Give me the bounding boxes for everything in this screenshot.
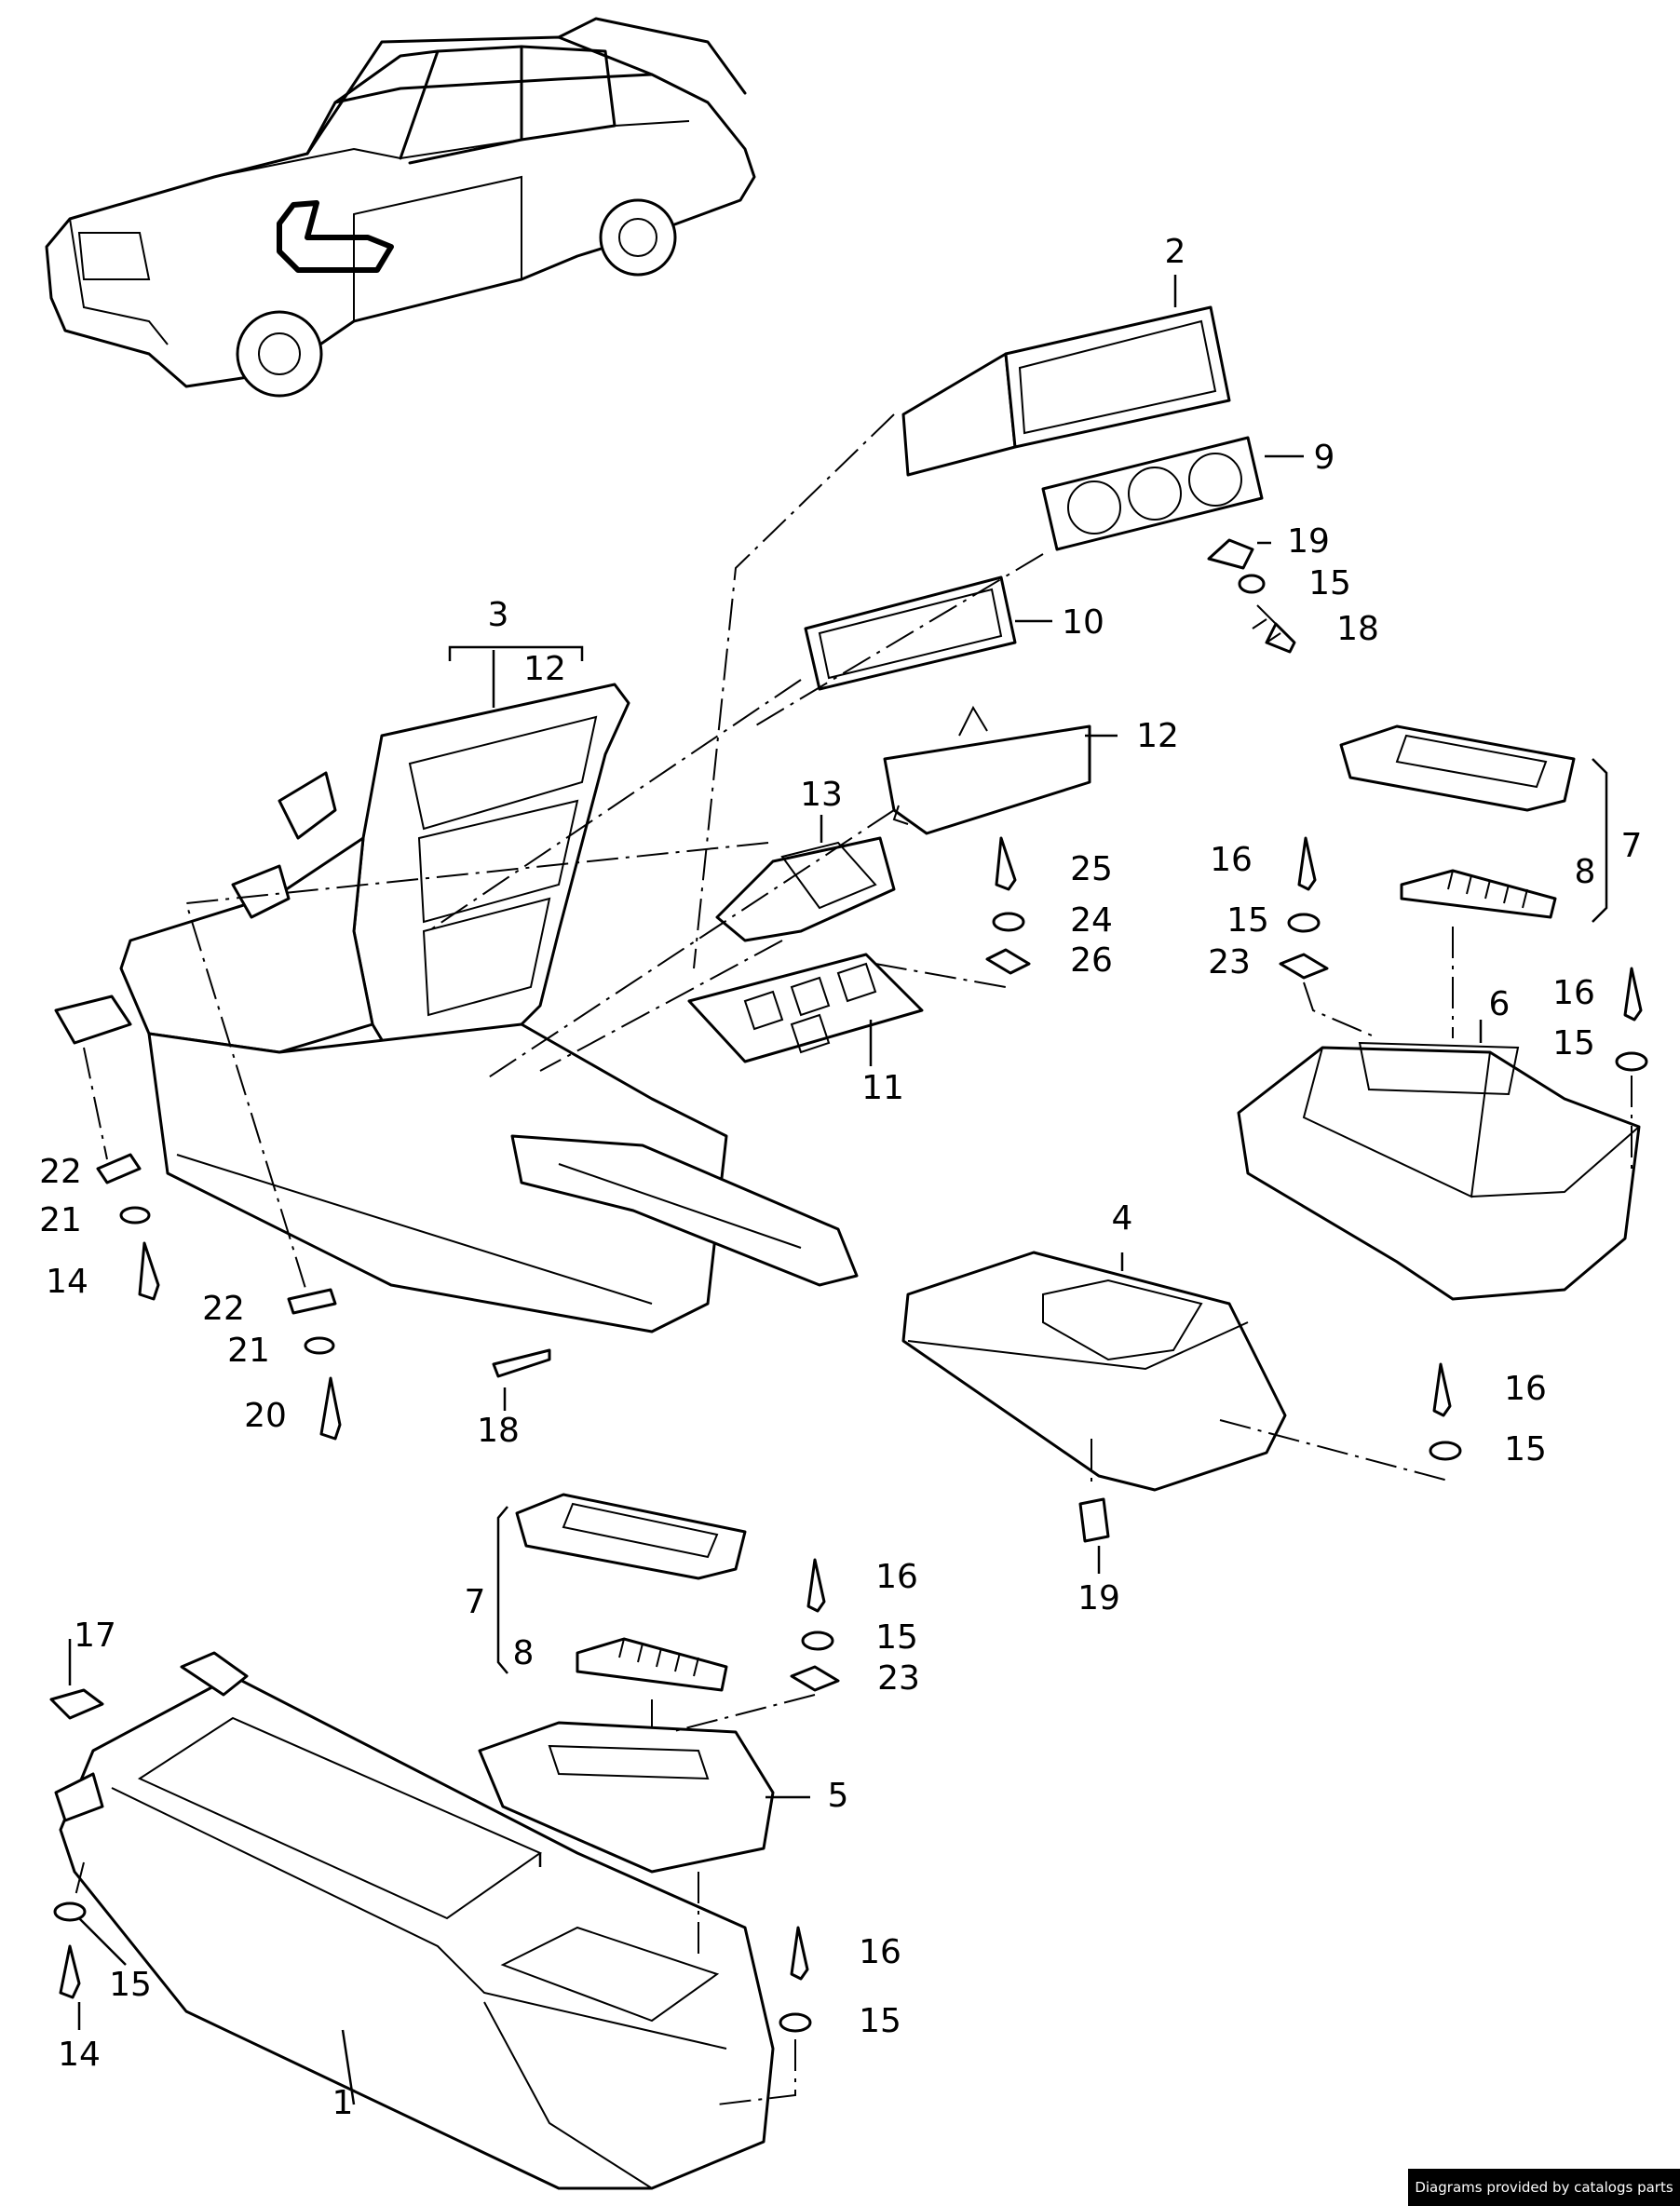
label-3: 3: [488, 596, 509, 634]
label-8-lower: 8: [513, 1634, 535, 1672]
part-18-screw-top: [1265, 622, 1296, 654]
label-5: 5: [828, 1777, 849, 1815]
part-1-center-console: [54, 1651, 775, 2190]
label-21-a: 21: [39, 1201, 82, 1239]
part-15-washer-right-a: [1615, 1051, 1648, 1072]
label-22-a: 22: [39, 1153, 82, 1191]
part-13-switch-housing: [715, 836, 896, 942]
label-1: 1: [332, 2084, 354, 2122]
part-16-screw-upper: [1297, 836, 1317, 891]
part-26-nut: [985, 948, 1031, 975]
part-23-nut-lower: [790, 1665, 840, 1692]
part-3-console-frame: [54, 683, 859, 1333]
label-26: 26: [1070, 941, 1113, 980]
label-23-lower: 23: [877, 1659, 920, 1698]
part-22-clip-b: [287, 1288, 337, 1315]
label-17: 17: [74, 1617, 116, 1655]
label-6: 6: [1489, 985, 1511, 1023]
credit-badge: Diagrams provided by catalogs parts: [1408, 2169, 1680, 2206]
part-17-nut: [49, 1688, 104, 1720]
label-12-bracket: 12: [523, 650, 566, 688]
part-16-screw-right-b: [1432, 1362, 1452, 1417]
part-18-screw-left: [492, 1348, 551, 1378]
part-8-slide-lower: [576, 1637, 728, 1692]
label-19-bottom: 19: [1077, 1579, 1120, 1617]
part-19-clip-top: [1207, 538, 1254, 570]
part-16-screw-mid: [806, 1558, 826, 1613]
part-15-washer-bottom-right: [779, 2012, 812, 2033]
part-5-shifter-cover: [478, 1721, 775, 1874]
label-22-b: 22: [202, 1290, 245, 1328]
part-25-screw: [995, 836, 1017, 891]
part-9-gauge-panel: [1041, 436, 1264, 551]
part-16-screw-bottom: [790, 1926, 809, 1981]
part-20-screw: [319, 1376, 342, 1441]
part-15-washer-right-b: [1429, 1441, 1462, 1461]
part-11-switch-panel: [687, 953, 924, 1063]
part-6-shifter-housing: [1237, 1041, 1641, 1301]
label-25: 25: [1070, 850, 1113, 888]
part-22-clip-a: [96, 1153, 142, 1184]
label-15-right-upper: 15: [1226, 901, 1269, 940]
label-12: 12: [1136, 717, 1179, 755]
part-14-screw-bottom: [59, 1944, 81, 1999]
part-labels: 1 2 3 4 5 6 7 7 8 8 9 10 11 12 12 13 14 …: [39, 233, 1642, 2122]
label-16-right-a: 16: [1552, 974, 1595, 1012]
part-4-shifter-cover: [901, 1251, 1287, 1492]
label-16-upper: 16: [1210, 841, 1253, 879]
part-24-washer: [992, 912, 1025, 932]
label-15-top: 15: [1308, 564, 1351, 602]
label-16-mid: 16: [875, 1558, 918, 1596]
part-7-trim-upper: [1339, 724, 1576, 812]
part-15-washer-mid: [801, 1631, 834, 1651]
part-16-screw-right-a: [1623, 967, 1643, 1022]
part-23-nut-upper: [1279, 953, 1329, 980]
label-13: 13: [800, 776, 843, 814]
assembly-lines: [74, 413, 1633, 2105]
part-21-washer-b: [304, 1336, 335, 1355]
label-8-upper: 8: [1575, 853, 1596, 891]
part-15-washer-bottom-left: [53, 1901, 87, 1922]
label-9: 9: [1314, 439, 1335, 477]
label-24: 24: [1070, 901, 1113, 940]
label-18-top: 18: [1336, 610, 1379, 648]
label-2: 2: [1165, 233, 1186, 271]
label-20: 20: [244, 1397, 287, 1435]
part-19-clip-bottom: [1078, 1497, 1110, 1543]
label-15-mid: 15: [875, 1618, 918, 1657]
label-4: 4: [1112, 1199, 1133, 1238]
label-15-right-b: 15: [1504, 1430, 1547, 1468]
leader-lines: [68, 275, 1608, 2105]
part-2-storage-box: [901, 305, 1231, 477]
label-23-upper: 23: [1208, 943, 1251, 981]
car-illustration: [45, 17, 756, 398]
part-21-washer-a: [119, 1206, 151, 1225]
label-11: 11: [861, 1069, 904, 1107]
label-16-right-b: 16: [1504, 1370, 1547, 1408]
part-7-trim-lower: [515, 1493, 747, 1580]
label-19-top: 19: [1287, 522, 1330, 561]
label-7-lower: 7: [465, 1583, 486, 1621]
label-7-upper: 7: [1621, 827, 1643, 865]
small-parts-top-right: [1207, 538, 1296, 654]
part-14-screw-left: [138, 1241, 160, 1301]
part-15-washer-top: [1238, 574, 1266, 594]
part-12-ashtray: [883, 705, 1091, 835]
label-18-left: 18: [477, 1412, 520, 1450]
label-16-bottom: 16: [859, 1933, 901, 1971]
label-10: 10: [1062, 603, 1104, 642]
label-15-bottom-right: 15: [859, 2002, 901, 2040]
label-14-left: 14: [46, 1263, 88, 1301]
label-21-b: 21: [227, 1332, 270, 1370]
label-14-bottom: 14: [58, 2036, 101, 2074]
label-15-right-a: 15: [1552, 1024, 1595, 1062]
label-15-bottom-left: 15: [109, 1966, 152, 2004]
part-15-washer-upper: [1287, 913, 1321, 933]
hardware: [49, 836, 1648, 2033]
part-8-slide-upper: [1400, 869, 1557, 919]
